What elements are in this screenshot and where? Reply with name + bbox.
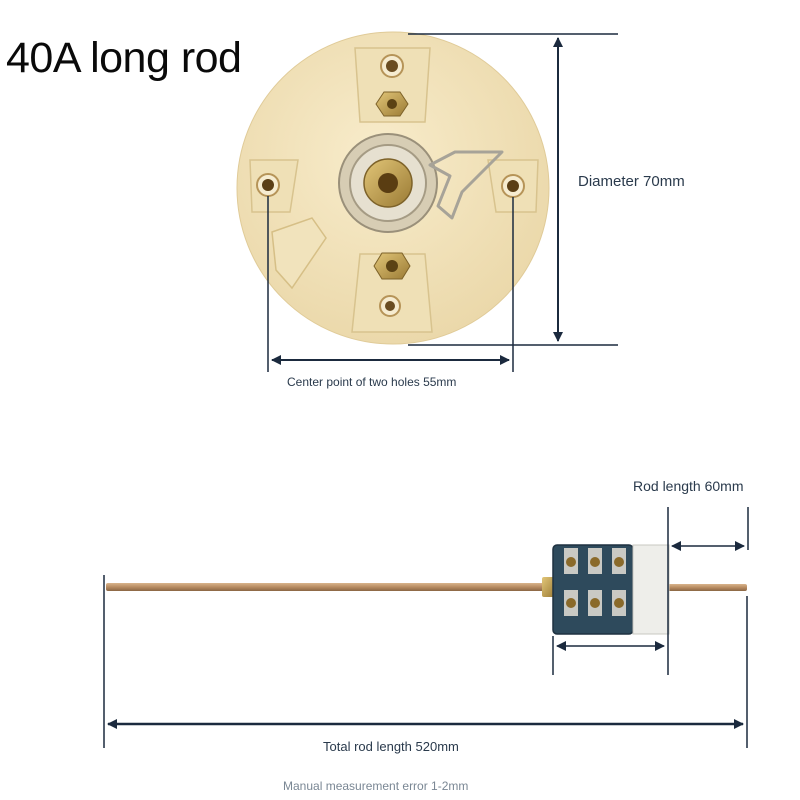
top-hole-core: [386, 60, 398, 72]
center-adjuster-bore: [378, 173, 398, 193]
left-hole-core: [262, 179, 274, 191]
rod-length-dimension: [667, 507, 749, 675]
rod-side-view: [106, 544, 747, 635]
bottom-nut-bore: [386, 260, 398, 272]
short-rod: [668, 584, 747, 591]
measurement-note: Manual measurement error 1-2mm: [283, 779, 469, 793]
lower-left-recess: [271, 217, 327, 290]
housing-end-view: [236, 31, 550, 345]
bottom-hole-core: [385, 301, 395, 311]
terminal-screw-icon: [614, 557, 624, 567]
spring-clip-icon: [428, 150, 504, 220]
hole-spacing-dimension: [267, 196, 514, 372]
terminal-screw-icon: [566, 598, 576, 608]
product-title: 40A long rod: [6, 34, 242, 82]
hole-spacing-label: Center point of two holes 55mm: [287, 375, 457, 389]
terminal-block: [552, 544, 670, 635]
long-rod: [106, 583, 552, 591]
terminal-screw-icon: [566, 557, 576, 567]
terminal-screw-icon: [614, 598, 624, 608]
total-length-label: Total rod length 520mm: [323, 739, 459, 754]
terminal-screw-icon: [590, 598, 600, 608]
bottom-mount-boss: [351, 253, 433, 333]
body-width-dimension: [552, 636, 665, 675]
right-hole-core: [507, 180, 519, 192]
terminal-block-label-side: [632, 544, 670, 635]
diameter-label: Diameter 70mm: [578, 173, 685, 190]
terminal-screw-icon: [590, 557, 600, 567]
top-nut-bore: [387, 99, 397, 109]
total-length-dimension: [103, 575, 748, 748]
rod-length-label: Rod length 60mm: [633, 478, 744, 494]
top-mount-boss: [354, 47, 431, 123]
